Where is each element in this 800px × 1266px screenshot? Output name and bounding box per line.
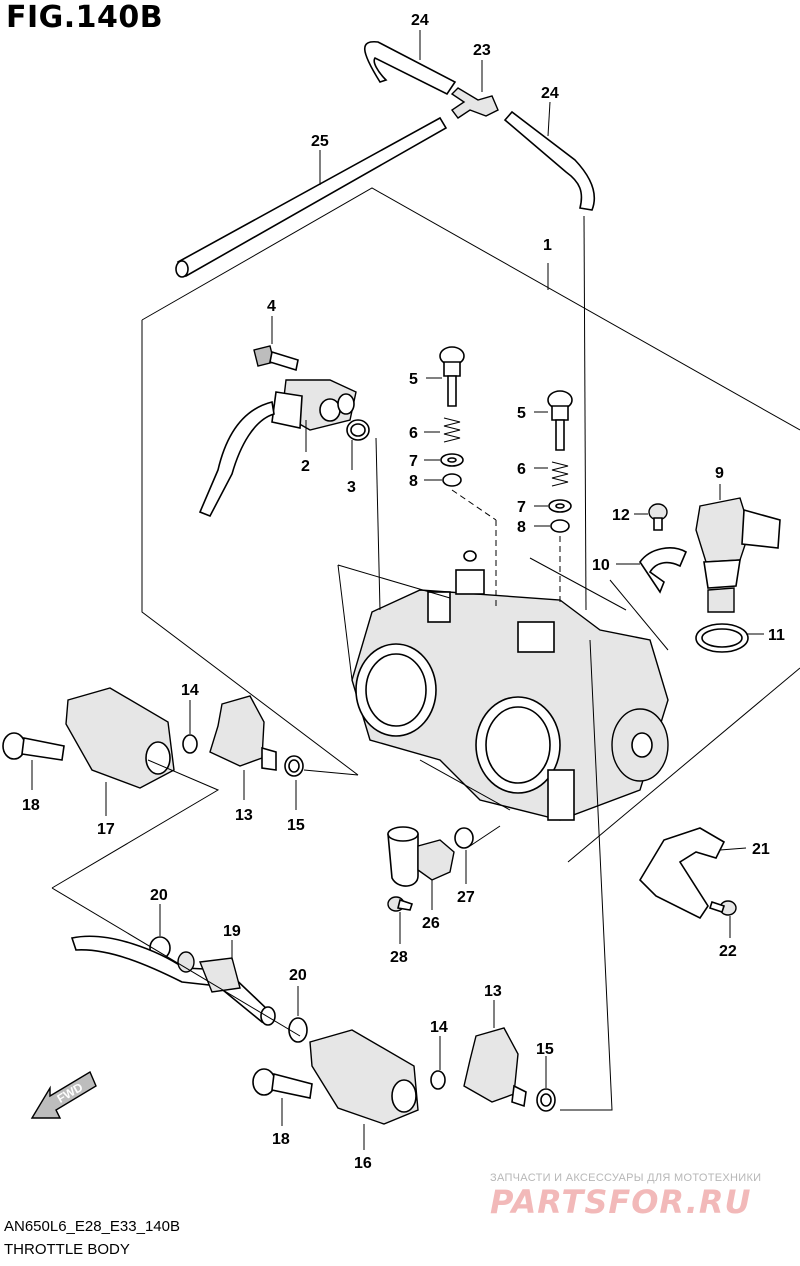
callout-10: 10 [592,557,610,574]
callout-5-left: 5 [409,371,418,388]
o-ring-8-right[interactable] [550,519,570,533]
washer-7-right[interactable] [548,499,572,513]
callout-8-left: 8 [409,473,418,490]
callout-12: 12 [612,507,630,524]
spring-6-right[interactable] [551,461,569,487]
throttle-body-1[interactable] [351,550,669,821]
callout-23: 23 [473,42,491,59]
screw-5-left[interactable] [439,346,465,407]
screw-5-right[interactable] [547,390,573,451]
o-ring-3[interactable] [346,419,370,441]
screw-12[interactable] [648,503,668,531]
bolt-4[interactable] [253,345,299,372]
figure-name: THROTTLE BODY [4,1241,130,1258]
callout-8-right: 8 [517,519,526,536]
bracket-10[interactable] [639,547,688,594]
sensor-2[interactable] [198,379,357,518]
tee-joint-23[interactable] [450,87,499,119]
ignition-coil-17[interactable] [65,687,175,789]
callout-13-lower: 13 [484,983,502,1000]
callout-19: 19 [223,923,241,940]
callout-18-upper: 18 [22,797,40,814]
callout-22: 22 [719,943,737,960]
callout-11: 11 [768,627,785,644]
figure-title: FIG.140B [6,0,164,35]
callout-9: 9 [715,465,724,482]
breather-hose-24-lower[interactable] [503,110,596,211]
fuel-injector-13-upper[interactable] [209,695,277,771]
callout-13-upper: 13 [235,807,253,824]
callout-24-right: 24 [541,85,559,102]
bracket-21[interactable] [638,827,726,920]
callout-18-lower: 18 [272,1131,290,1148]
callout-7-right: 7 [517,499,526,516]
callout-15-lower: 15 [536,1041,554,1058]
callout-6-right: 6 [517,461,526,478]
o-ring-11[interactable] [695,623,749,653]
fuel-pipe-19[interactable] [70,935,276,1026]
callout-14-upper: 14 [181,682,199,699]
callout-20-lower: 20 [289,967,307,984]
screw-22[interactable] [708,900,737,916]
o-ring-8-left[interactable] [442,473,462,487]
o-ring-15-upper[interactable] [284,755,304,777]
o-ring-27[interactable] [454,827,474,849]
callout-1: 1 [543,237,552,254]
callout-6-left: 6 [409,425,418,442]
bolt-18-lower[interactable] [252,1068,313,1099]
o-ring-14-lower[interactable] [430,1070,446,1090]
callout-26: 26 [422,915,440,932]
o-ring-14-upper[interactable] [182,734,198,754]
hose-25[interactable] [175,116,448,278]
callout-16: 16 [354,1155,372,1172]
bolt-18-upper[interactable] [2,732,65,761]
callout-21: 21 [752,841,770,858]
watermark-logo: PARTSFOR.RU [490,1183,752,1221]
fwd-arrow-icon: FWD [30,1070,97,1119]
callout-25: 25 [311,133,329,150]
sensor-9[interactable] [695,497,781,613]
fuel-injector-13-lower[interactable] [463,1027,527,1108]
o-ring-20-lower[interactable] [288,1017,308,1043]
screw-28[interactable] [387,896,414,912]
callout-24-top: 24 [411,12,429,29]
callout-28: 28 [390,949,408,966]
ignition-coil-16[interactable] [309,1029,419,1125]
leader-lines [31,30,764,1150]
spring-6-left[interactable] [443,417,461,443]
callout-3: 3 [347,479,356,496]
assembly-outline [141,187,800,863]
washer-7-left[interactable] [440,453,464,467]
callout-4: 4 [267,298,276,315]
callout-2: 2 [301,458,310,475]
callout-7-left: 7 [409,453,418,470]
callout-5-right: 5 [517,405,526,422]
callout-17: 17 [97,821,115,838]
o-ring-15-lower[interactable] [536,1088,556,1112]
callout-14-lower: 14 [430,1019,448,1036]
callout-20-upper: 20 [150,887,168,904]
callout-15-upper: 15 [287,817,305,834]
watermark-subtitle: ЗАПЧАСТИ И АКСЕССУАРЫ ДЛЯ МОТОТЕХНИКИ [490,1172,762,1184]
breather-hose-24-upper[interactable] [364,40,457,96]
callout-labels: 24 23 24 25 1 4 5 5 6 6 7 7 8 8 2 3 9 12… [22,12,785,1172]
figure-code: AN650L6_E28_E33_140B [4,1218,180,1235]
joint-26[interactable] [387,826,455,887]
callout-27: 27 [457,889,475,906]
